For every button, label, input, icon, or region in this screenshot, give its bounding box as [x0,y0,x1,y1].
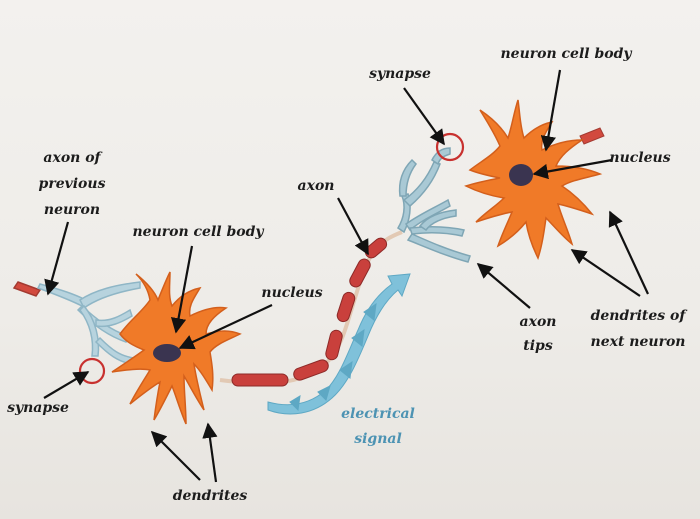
arrow-cell-body-right [540,69,562,152]
arrow-synapse-left [43,371,90,399]
label-electrical-signal-1: electrical [341,406,415,422]
label-dendrites-next-1: dendrites of [591,308,689,324]
label-axon-of-previous-3: neuron [44,202,100,218]
label-synapse-right: synapse [369,66,431,82]
arrow-dendrites-next-1 [570,249,641,297]
label-synapse-left: synapse [7,400,69,416]
label-axon-tips-1: axon [520,314,557,330]
arrow-cell-body-left [170,245,194,334]
synapse-ring-right [435,132,465,162]
label-nucleus-right: nucleus [609,150,670,166]
arrow-axon-previous [44,221,70,296]
left-nucleus [153,344,181,362]
arrow-nucleus-left [178,304,273,350]
left-neuron-cell-body [111,271,242,425]
arrow-dendrites-2 [202,422,218,483]
arrow-dendrites-next-2 [608,210,649,295]
arrow-axon-tips [476,263,531,309]
previous-axon-terminal [12,281,141,365]
label-axon-tips-2: tips [523,338,553,354]
right-nucleus [509,164,533,186]
axon-tips [396,147,471,263]
arrow-synapse-right [403,87,445,146]
label-dendrites-next-2: next neuron [591,334,686,350]
label-nucleus-left: nucleus [261,285,322,301]
label-dendrites: dendrites [173,488,248,504]
label-axon-of-previous-2: previous [39,176,106,192]
axon-myelin-sheaths [231,237,388,387]
right-neuron-cell-body [464,99,605,260]
arrow-dendrites-1 [150,430,201,481]
pointer-arrows [43,69,649,483]
label-electrical-signal-2: signal [354,431,402,447]
arrow-nucleus-right [532,158,613,180]
synapse-ring-left [78,357,106,385]
electrical-signal-arrow [267,273,411,415]
arrow-axon [337,197,369,256]
label-neuron-cell-body-right: neuron cell body [500,46,632,62]
label-axon: axon [298,178,335,194]
label-neuron-cell-body-left: neuron cell body [132,224,264,240]
label-axon-of-previous-1: axon of [43,150,103,166]
